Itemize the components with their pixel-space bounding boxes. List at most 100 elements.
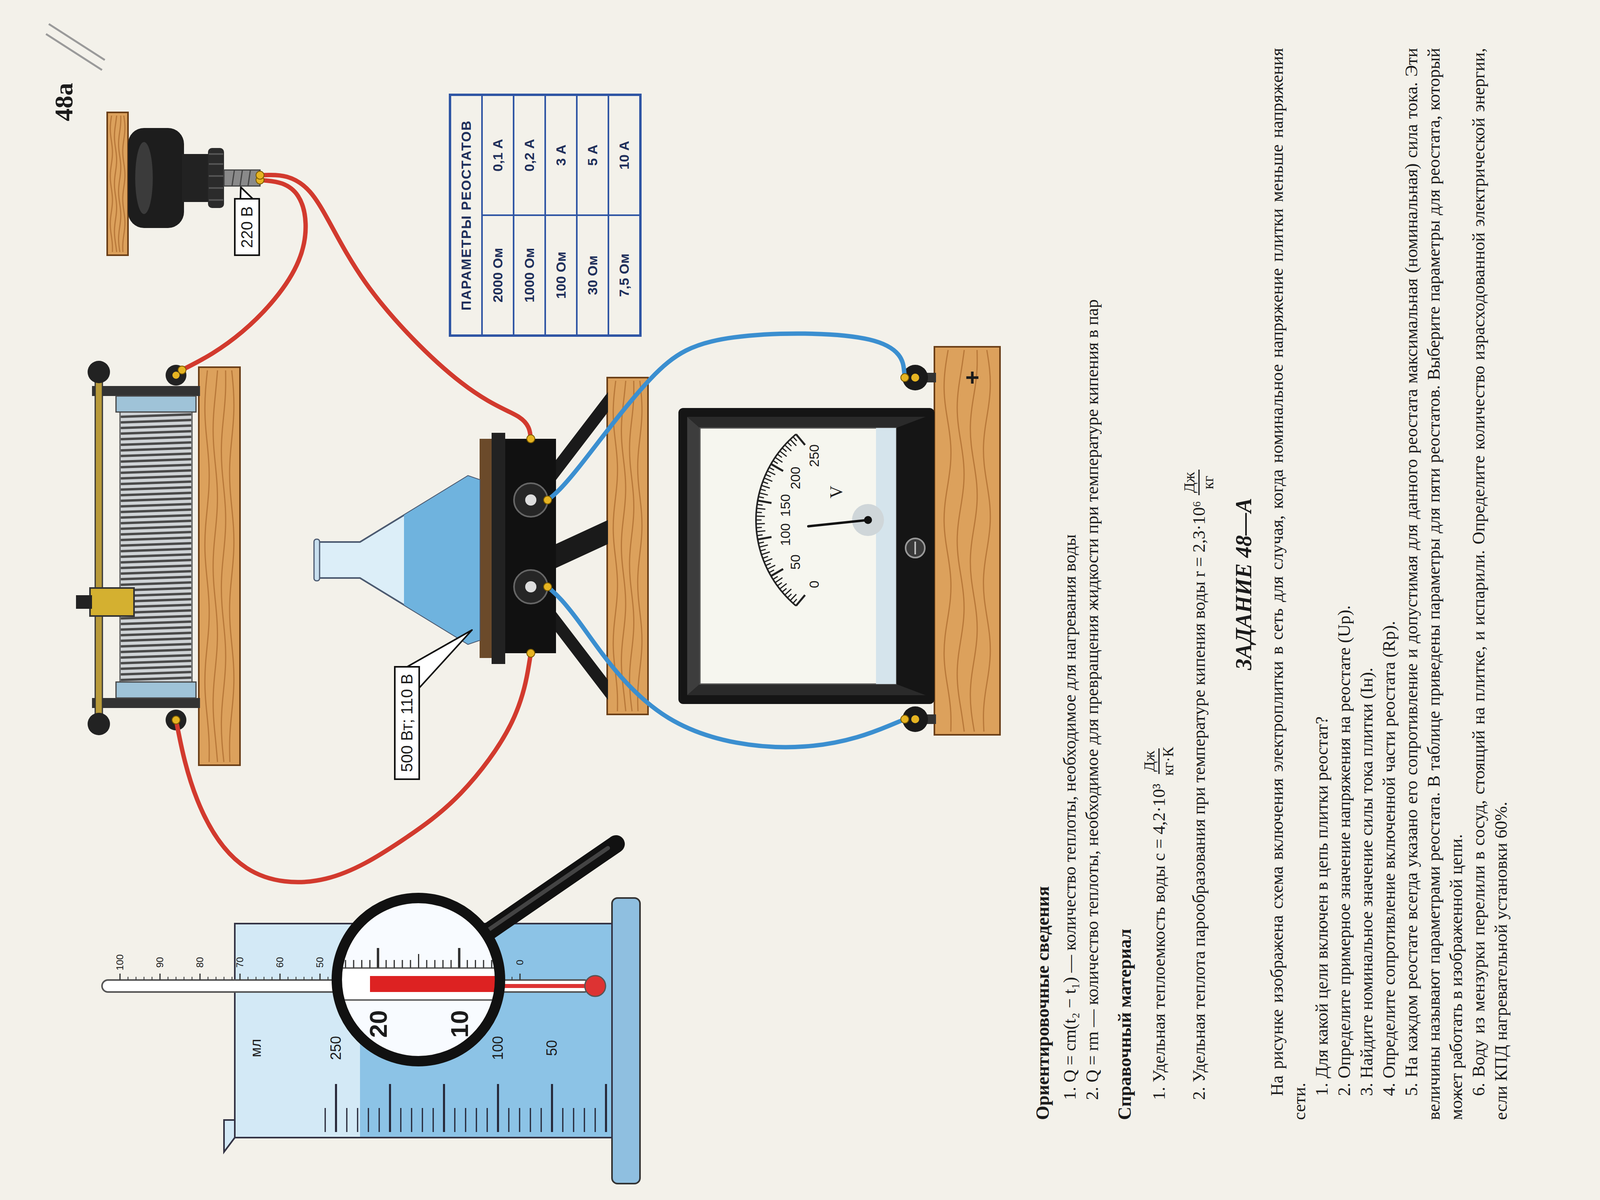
coil-turn [120, 526, 192, 529]
coil-turn [120, 537, 192, 540]
task-title: ЗАДАНИЕ 48—А [1230, 48, 1257, 1120]
scale-tick [790, 439, 796, 446]
scale-tick [779, 583, 787, 590]
magnified-tick [434, 960, 436, 968]
rheostat-part [87, 360, 110, 384]
wire-lug [526, 434, 535, 443]
scale-tick [758, 542, 764, 544]
pivot [864, 516, 872, 524]
scale-number: 200 [787, 466, 804, 490]
text-block: 6. Воду из мензурки перелили в сосуд, ст… [1467, 48, 1513, 1120]
table-cell: 5 А [576, 95, 609, 216]
scale-tick [767, 470, 776, 475]
scale-number: 150 [777, 494, 794, 517]
measuring-cylinder [224, 898, 640, 1184]
scale-tick [782, 448, 787, 452]
wall-socket-part [208, 175, 224, 177]
volume-tick [584, 1108, 586, 1132]
voltmeter-part [876, 428, 896, 684]
scale-number: 250 [327, 1036, 345, 1060]
magnified-tick [491, 960, 493, 968]
reference-line: 2. Удельная теплота парообразования при … [1188, 500, 1210, 1100]
magnified-tick [458, 948, 461, 968]
unit-numerator: Дж [1140, 748, 1160, 774]
scale-tick [775, 457, 783, 462]
reference-line: 1. Удельная теплоемкость воды c = 4,2·10… [1148, 783, 1170, 1100]
scale-tick [757, 534, 763, 536]
flask-part [314, 539, 320, 581]
magnified-number: 10 [445, 1010, 474, 1038]
coil-turn [120, 436, 192, 440]
wire-lug [543, 582, 552, 591]
coil-turn [120, 431, 192, 434]
coil-turn [120, 677, 192, 680]
hot-plate-part [491, 432, 506, 664]
temperature-tick [191, 976, 193, 980]
task-question: 2. Определите примерное значение напряже… [1333, 48, 1356, 1120]
voltmeter-part [911, 715, 920, 724]
hot-plate-part [525, 581, 537, 593]
hot-plate-part [525, 494, 537, 506]
voltmeter-part [911, 373, 920, 382]
scale-tick [782, 588, 787, 592]
magnified-tick [426, 960, 428, 968]
rating-text: 220 В [238, 206, 256, 248]
coil-turn [120, 565, 192, 568]
magnified-tick [353, 960, 355, 968]
temperature-tick [327, 976, 329, 980]
volume-tick [519, 1108, 521, 1132]
volume-tick [400, 1108, 402, 1132]
rheostat-part [95, 368, 103, 728]
coil-turn [120, 638, 192, 641]
wood-grain [221, 370, 226, 762]
voltmeter-part [678, 408, 935, 704]
coil-turn [120, 582, 192, 585]
wire-lug [900, 373, 909, 382]
scale-tick [759, 544, 768, 547]
scale-tick [756, 523, 765, 525]
temperature-tick [167, 976, 169, 980]
scale-tick [787, 594, 792, 598]
magnifier-part [485, 844, 616, 934]
scale-number: 100 [777, 523, 794, 546]
rheostat-part [90, 588, 134, 616]
temperature-tick [175, 976, 177, 980]
callout-tail [240, 187, 254, 200]
measuring-cylinder-part [612, 898, 640, 1184]
thermometer-part [584, 975, 606, 997]
wood-board [107, 112, 128, 256]
wood-grain [983, 350, 991, 732]
text-block: 1. Удельная теплоемкость воды c = 4,2·10… [1140, 48, 1177, 1100]
coil-turn [120, 644, 192, 647]
text-block: 2. Удельная теплота парообразования при … [1180, 48, 1217, 1100]
voltmeter-part [905, 538, 925, 558]
wall-socket-part [182, 154, 210, 202]
coil-turn [120, 515, 192, 518]
coil-turn [120, 442, 192, 445]
coil-turn [120, 627, 192, 630]
scale-tick [756, 530, 766, 532]
magnified-tick [482, 960, 484, 968]
hot-plate-part [556, 520, 608, 568]
scale-tick [756, 519, 762, 521]
volume-tick [594, 1108, 596, 1132]
magnified-tick [288, 960, 290, 968]
scale-tick [777, 454, 782, 458]
task-question: 5. На каждом реостате всегда указано его… [1400, 48, 1468, 1120]
magnified-tick [312, 960, 314, 968]
coil-turn [120, 453, 192, 456]
rating-callout: 500 Вт; 110 В [394, 666, 420, 780]
rheostat-part [87, 712, 110, 736]
volume-tick [335, 1084, 338, 1132]
wood-grain [114, 115, 117, 252]
volume-tick [551, 1084, 554, 1132]
resistance-coil [120, 414, 192, 680]
rheostat-part [116, 396, 196, 412]
wood-grain [213, 370, 218, 762]
scale-number: 70 [234, 957, 246, 968]
scale-tick [760, 549, 766, 551]
temperature-tick [159, 973, 161, 980]
scale-tick [759, 492, 768, 495]
hot-plate-part [479, 438, 492, 658]
